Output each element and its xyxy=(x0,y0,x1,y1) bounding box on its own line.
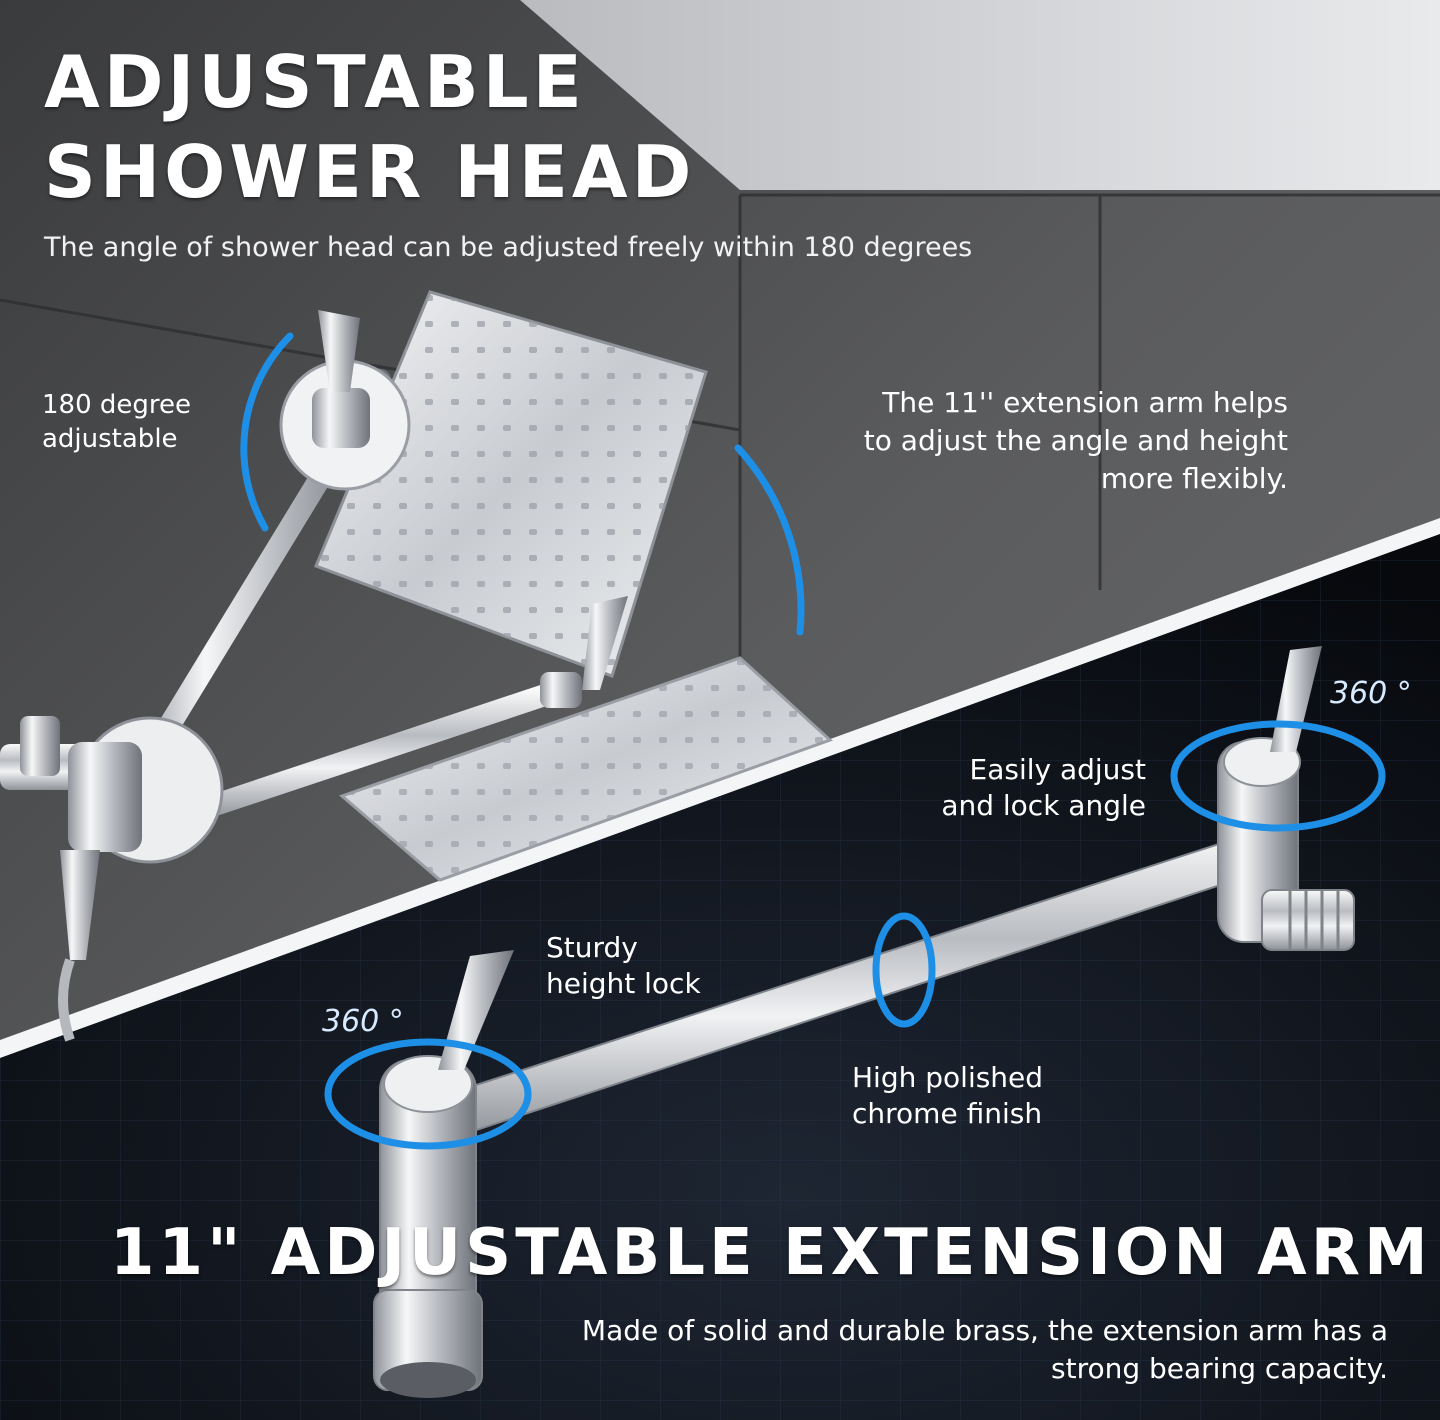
extension-arm-illustration xyxy=(373,646,1355,1398)
callout-chrome-finish: High polished chrome finish xyxy=(852,1061,1044,1130)
diagonal-divider xyxy=(0,518,1440,1058)
diverter-mount xyxy=(0,716,224,1042)
shower-head-upper xyxy=(314,290,708,678)
title-line-1: ADJUSTABLE xyxy=(44,40,586,124)
rotation-ring-left xyxy=(324,1038,532,1150)
arm-lower xyxy=(159,679,571,831)
lock-lever-lower xyxy=(582,596,628,690)
degree-label-left: 360 ° xyxy=(322,1004,404,1039)
callout-easy-adjust: Easily adjust and lock angle xyxy=(941,753,1146,822)
callout-180-degree: 180 degree adjustable xyxy=(42,390,192,454)
footer-title: 11" ADJUSTABLE EXTENSION ARM xyxy=(110,1216,1432,1290)
ceiling-area xyxy=(520,0,1440,190)
subtitle: The angle of shower head can be adjusted… xyxy=(44,232,973,263)
callout-height-lock: Sturdy height lock xyxy=(546,931,701,1000)
callout-extension-arm: The 11'' extension arm helps to adjust t… xyxy=(863,386,1288,495)
footer-description: Made of solid and durable brass, the ext… xyxy=(581,1314,1388,1385)
title-line-2: SHOWER HEAD xyxy=(44,130,696,214)
rotation-ring-center xyxy=(872,912,936,1028)
shower-head-lower xyxy=(339,656,833,882)
lock-lever-upper xyxy=(318,310,360,392)
rotation-arc-left xyxy=(240,332,294,532)
rotation-arc-right xyxy=(734,444,805,636)
degree-label-right: 360 ° xyxy=(1330,676,1412,711)
perspective-grid xyxy=(0,528,1440,1420)
rotation-ring-right xyxy=(1170,720,1386,832)
